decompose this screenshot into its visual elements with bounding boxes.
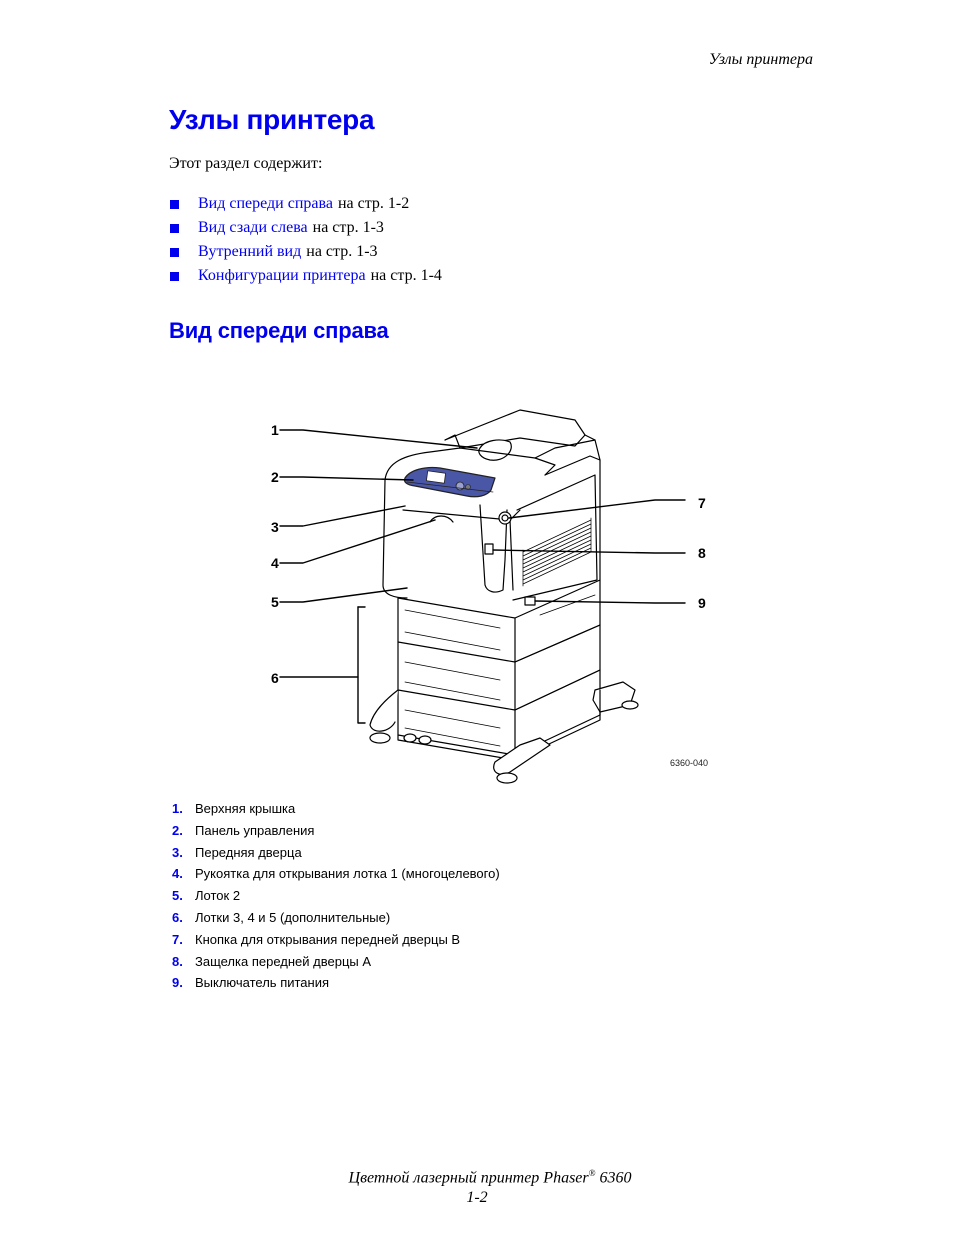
section-contents-list: Вид спереди справа на стр. 1-2 Вид сзади… [169, 192, 442, 288]
toc-link-printer-configurations[interactable]: Конфигурации принтера [198, 267, 366, 284]
square-bullet-icon [170, 271, 179, 281]
printer-illustration [279, 409, 686, 784]
section-title: Вид спереди справа [169, 318, 389, 343]
figure-legend: 1.Верхняя крышка 2.Панель управления 3.П… [172, 798, 500, 994]
callout-3: 3 [271, 519, 279, 535]
page-title: Узлы принтера [169, 104, 375, 135]
toc-page-ref: на стр. 1-2 [337, 195, 410, 212]
legend-item: 6.Лотки 3, 4 и 5 (дополнительные) [172, 909, 391, 925]
toc-link-rear-left-view[interactable]: Вид сзади слева [198, 219, 308, 236]
legend-item: 7.Кнопка для открывания передней дверцы … [172, 931, 461, 947]
footer-product-line: Цветной лазерный принтер Phaser® 6360 [348, 1168, 632, 1187]
toc-link-internal-view[interactable]: Вутренний вид [198, 243, 302, 260]
toc-item: Конфигурации принтера на стр. 1-4 [169, 264, 442, 288]
callout-9: 9 [698, 595, 706, 611]
square-bullet-icon [170, 247, 179, 257]
printer-front-right-figure: 1 2 3 4 5 6 7 8 9 6360-040 [255, 400, 725, 795]
legend-item: 9.Выключатель питания [172, 975, 330, 991]
figure-id: 6360-040 [670, 758, 709, 768]
page-footer: Цветной лазерный принтер Phaser® 6360 1-… [0, 1163, 954, 1208]
callout-7: 7 [698, 495, 706, 511]
square-bullet-icon [170, 223, 179, 233]
running-header: Узлы принтера [708, 51, 813, 68]
callout-4: 4 [271, 555, 279, 571]
callout-8: 8 [698, 545, 706, 561]
callout-5: 5 [271, 594, 279, 610]
toc-page-ref: на стр. 1-4 [370, 267, 442, 284]
callout-2: 2 [271, 469, 279, 485]
legend-item: 8.Защелка передней дверцы A [172, 953, 372, 969]
toc-page-ref: на стр. 1-3 [306, 243, 378, 260]
toc-item: Вид сзади слева на стр. 1-3 [169, 216, 442, 240]
intro-text: Этот раздел содержит: [169, 155, 323, 172]
legend-item: 5.Лоток 2 [172, 888, 241, 904]
toc-item: Вид спереди справа на стр. 1-2 [169, 192, 442, 216]
page-number: 1-2 [466, 1189, 488, 1207]
toc-item: Вутренний вид на стр. 1-3 [169, 240, 442, 264]
toc-page-ref: на стр. 1-3 [312, 219, 384, 236]
legend-item: 1.Верхняя крышка [172, 801, 296, 816]
toc-link-front-right-view[interactable]: Вид спереди справа [198, 195, 333, 212]
legend-item: 4.Рукоятка для открывания лотка 1 (много… [172, 866, 500, 882]
callout-1: 1 [271, 422, 279, 438]
legend-item: 3.Передняя дверца [172, 844, 302, 860]
callout-6: 6 [271, 670, 279, 686]
square-bullet-icon [170, 199, 179, 209]
legend-item: 2.Панель управления [172, 822, 315, 838]
